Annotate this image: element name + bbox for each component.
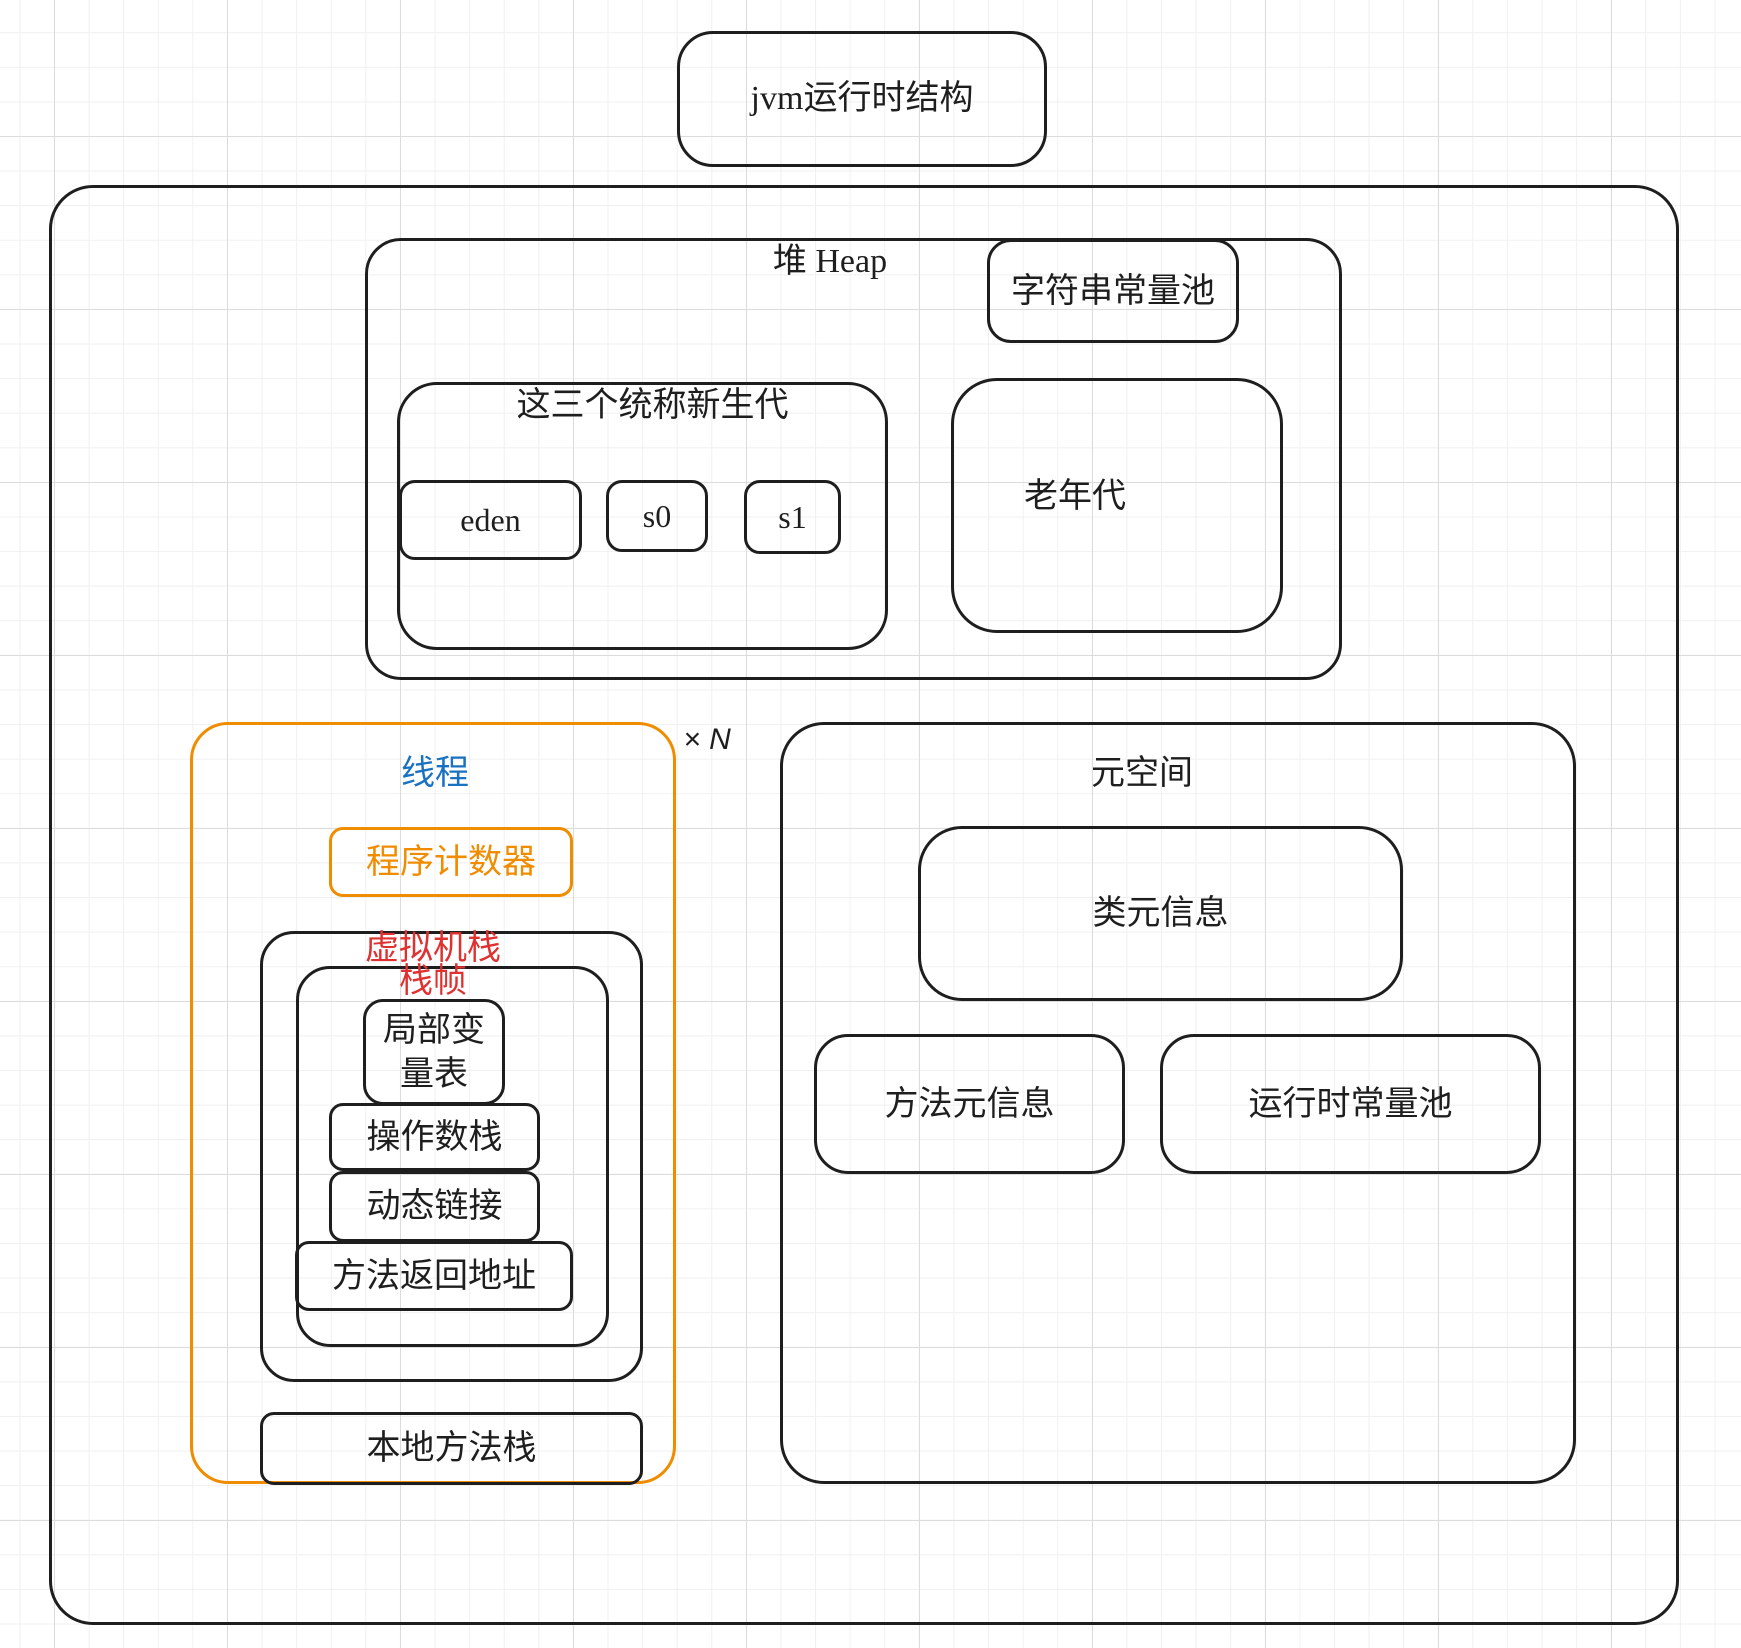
old-gen-label: 老年代 xyxy=(1024,477,1126,515)
return-address-text: 方法返回地址 xyxy=(332,1256,536,1295)
s0-box: s0 xyxy=(606,480,708,552)
s0-text: s0 xyxy=(642,497,672,534)
stack-frame-label: 栈帧 xyxy=(399,962,467,1000)
old-gen-box xyxy=(951,378,1283,633)
class-meta-box: 类元信息 xyxy=(918,826,1403,1001)
program-counter-text: 程序计数器 xyxy=(366,842,536,881)
thread-label: 线程 xyxy=(401,754,469,792)
eden-box: eden xyxy=(399,480,582,560)
runtime-pool-text: 运行时常量池 xyxy=(1248,1084,1453,1123)
native-stack-text: 本地方法栈 xyxy=(366,1429,537,1468)
young-gen-label: 这三个统称新生代 xyxy=(516,386,789,424)
method-meta-text: 方法元信息 xyxy=(884,1084,1055,1123)
operand-stack-box: 操作数栈 xyxy=(329,1103,540,1171)
native-stack-box: 本地方法栈 xyxy=(260,1412,643,1485)
program-counter-box: 程序计数器 xyxy=(329,827,573,897)
local-vars-box: 局部变量表 xyxy=(363,999,505,1105)
runtime-container xyxy=(49,185,1679,1625)
return-address-box: 方法返回地址 xyxy=(295,1241,573,1311)
operand-stack-text: 操作数栈 xyxy=(366,1117,503,1156)
string-pool-box: 字符串常量池 xyxy=(987,239,1239,343)
s1-box: s1 xyxy=(744,480,841,554)
thread-multiplier: × N xyxy=(683,723,731,756)
stack-frame-box xyxy=(296,966,609,1347)
local-vars-text: 局部变量表 xyxy=(383,1010,485,1093)
heap-box xyxy=(365,238,1342,680)
method-meta-box: 方法元信息 xyxy=(814,1034,1125,1174)
title-box: jvm运行时结构 xyxy=(677,31,1047,167)
metaspace-box xyxy=(780,722,1576,1484)
dynamic-linking-box: 动态链接 xyxy=(329,1171,540,1242)
string-pool-text: 字符串常量池 xyxy=(1011,271,1215,310)
vm-stack-box xyxy=(260,931,643,1382)
heap-label: 堆 Heap xyxy=(772,243,888,280)
dynamic-linking-text: 动态链接 xyxy=(366,1187,503,1226)
metaspace-label: 元空间 xyxy=(1091,754,1193,792)
s1-text: s1 xyxy=(778,498,807,535)
runtime-pool-box: 运行时常量池 xyxy=(1160,1034,1541,1174)
title-text: jvm运行时结构 xyxy=(750,79,974,117)
vm-stack-label: 虚拟机栈 xyxy=(365,929,501,967)
class-meta-text: 类元信息 xyxy=(1092,894,1229,933)
young-gen-box xyxy=(397,382,888,650)
eden-text: eden xyxy=(460,501,521,538)
